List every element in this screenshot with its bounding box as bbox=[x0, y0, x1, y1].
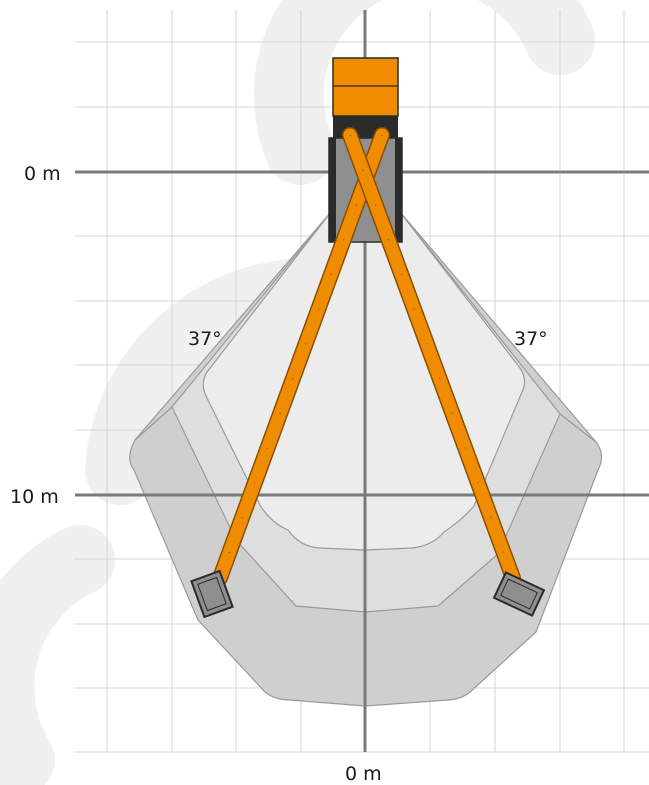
machine-top-orange bbox=[332, 57, 399, 117]
watermark-arc-bottom bbox=[0, 525, 115, 785]
angle-label-right: 37° bbox=[514, 328, 548, 350]
machine bbox=[328, 57, 403, 243]
zone-divider-right bbox=[559, 413, 597, 443]
y-label-ten: 10 m bbox=[10, 486, 59, 508]
zone-divider-left bbox=[134, 406, 173, 441]
angle-label-left: 37° bbox=[188, 328, 222, 350]
boom-right bbox=[342, 127, 546, 617]
x-label-zero: 0 m bbox=[345, 763, 382, 785]
watermark-arc-top bbox=[253, 0, 595, 185]
y-label-zero: 0 m bbox=[24, 163, 61, 185]
boom-left bbox=[190, 127, 390, 619]
